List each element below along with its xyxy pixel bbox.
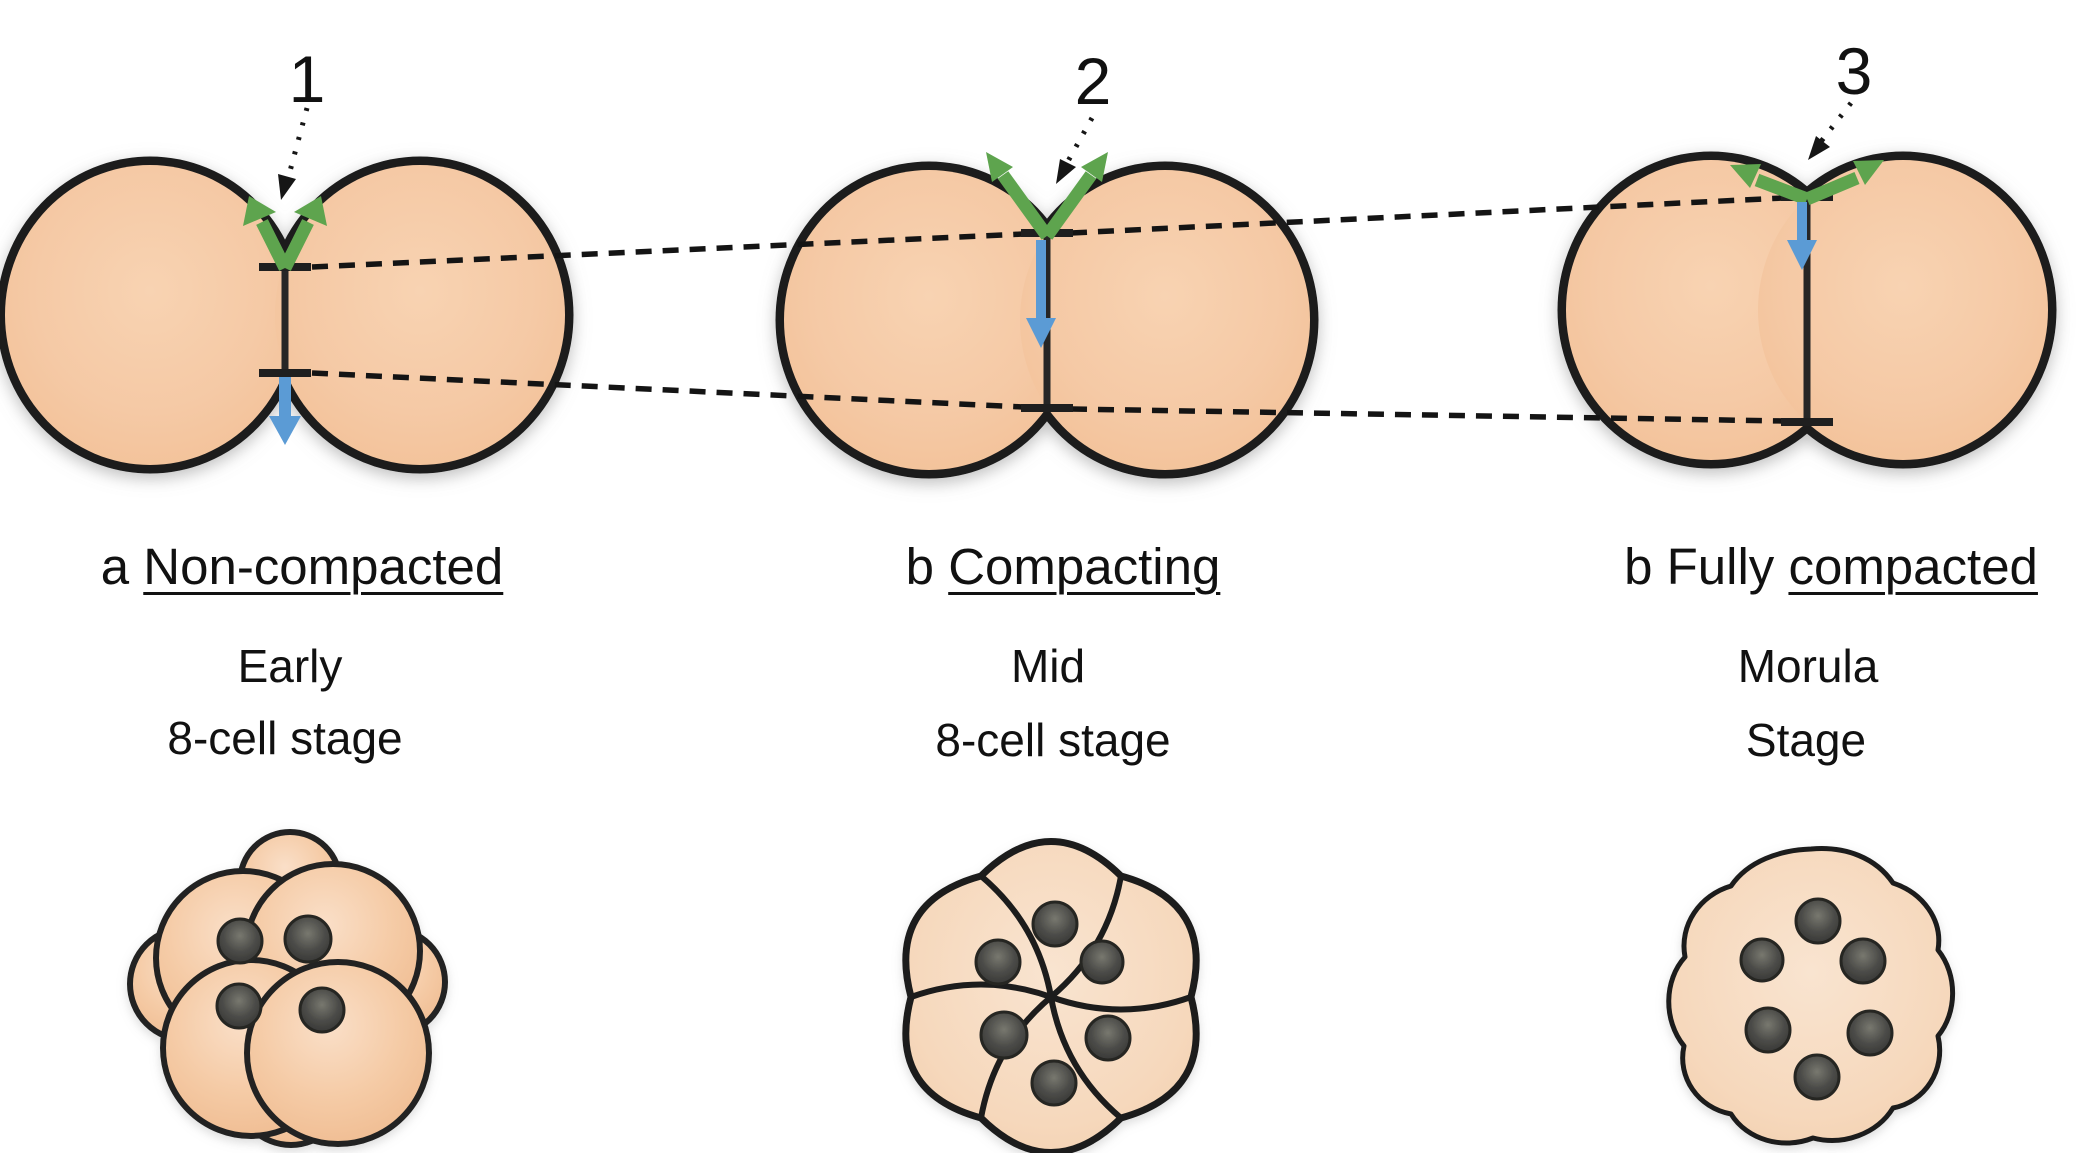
contraction-arrowhead (269, 416, 301, 445)
right-cell (1020, 170, 1310, 470)
caption-underlined: compacted (1788, 538, 2038, 595)
nucleus (283, 914, 333, 964)
stage-label-line1: Morula (1737, 640, 1879, 692)
nucleus (1031, 900, 1079, 948)
nucleus (979, 1010, 1029, 1060)
connector-bottom-1-2 (311, 370, 1024, 410)
blastomere-front (244, 959, 432, 1147)
caption-underlined: Compacting (948, 538, 1221, 595)
leader-arrow-1 (278, 107, 310, 200)
contraction-arrowhead (1026, 318, 1056, 348)
nucleus (215, 982, 263, 1030)
morula-outline (1666, 846, 1956, 1146)
right-cell (1758, 160, 2048, 460)
tension-arrowhead-left (243, 196, 276, 226)
caption-compacting: b Compacting (906, 538, 1221, 597)
cell-pair-panel-3 (1557, 151, 2057, 469)
contact-panel-2 (986, 152, 1108, 412)
caption-prefix: a (100, 538, 144, 595)
nucleus (1793, 1053, 1841, 1101)
leader-arrowhead (1808, 136, 1830, 160)
nucleus (298, 986, 346, 1034)
stage-label-line1: Early (237, 640, 343, 692)
embryo-cluster-noncompacted (127, 829, 448, 1148)
leader-dotted-line (283, 107, 310, 187)
cell-boundary (1048, 994, 1124, 1121)
left-cell (5, 165, 295, 465)
contact-panel-1 (243, 196, 327, 445)
leader-arrow-3 (1808, 101, 1853, 160)
tension-arrow-right (1041, 171, 1097, 240)
panel-number-3: 3 (1835, 34, 1873, 108)
caption-fully-compacted: b Fully compacted (1624, 538, 2038, 597)
tension-arrowhead-right (1081, 152, 1108, 182)
cell-pair-panel-1 (0, 156, 574, 474)
leader-arrow-2 (1056, 116, 1095, 184)
caption-noncompacted: a Non-compacted (101, 538, 504, 597)
right-cell (275, 165, 565, 465)
nucleus (216, 917, 264, 965)
contraction-arrowhead (1787, 240, 1817, 270)
panel-number-2: 2 (1074, 44, 1112, 118)
left-cell (784, 170, 1074, 470)
nucleus (1846, 1009, 1894, 1057)
nucleus (974, 938, 1022, 986)
tension-arrow-right (1804, 172, 1860, 205)
tension-arrowhead-left (986, 152, 1013, 182)
tension-arrowhead-right (294, 196, 327, 226)
connector-top-1-2 (311, 231, 1024, 270)
cell-boundary (978, 873, 1054, 1000)
cell-boundary (1048, 994, 1194, 1013)
tension-arrowhead-right (1853, 160, 1884, 185)
panel-number-1: 1 (288, 42, 326, 116)
stage-label-line1: Mid (1010, 640, 1086, 692)
nucleus (1030, 1059, 1078, 1107)
connector-bottom-2-3 (1070, 406, 1784, 424)
tension-arrowhead-left (1730, 164, 1761, 188)
tension-arrow-right (279, 219, 314, 271)
embryo-cluster-compacted (1666, 846, 1956, 1146)
cell-boundary (908, 981, 1054, 1000)
embryo-cluster-compacting (902, 838, 1200, 1153)
leader-dotted-line (1814, 101, 1853, 150)
leader-arrowhead (1056, 159, 1076, 184)
nucleus (1079, 939, 1125, 985)
caption-prefix: b Fully (1624, 538, 1789, 595)
stage-label-line2: 8-cell stage (167, 712, 403, 764)
cell-pair-panel-2 (775, 161, 1319, 479)
tension-arrow-left (1754, 173, 1810, 206)
nucleus (1744, 1006, 1792, 1054)
leader-arrowhead (278, 174, 296, 200)
nucleus (1739, 937, 1785, 983)
contact-panel-3 (1730, 160, 1884, 426)
tension-arrow-left (997, 171, 1053, 240)
caption-underlined: Non-compacted (143, 538, 504, 595)
nucleus (1839, 937, 1887, 985)
nucleus (1084, 1014, 1132, 1062)
stage-label-line2: 8-cell stage (935, 714, 1171, 766)
caption-prefix: b (905, 538, 949, 595)
tension-arrow-left (256, 219, 291, 271)
stage-label-line2: Stage (1745, 714, 1867, 766)
leader-dotted-line (1059, 116, 1095, 174)
connector-top-2-3 (1070, 195, 1784, 236)
nucleus (1794, 897, 1842, 945)
